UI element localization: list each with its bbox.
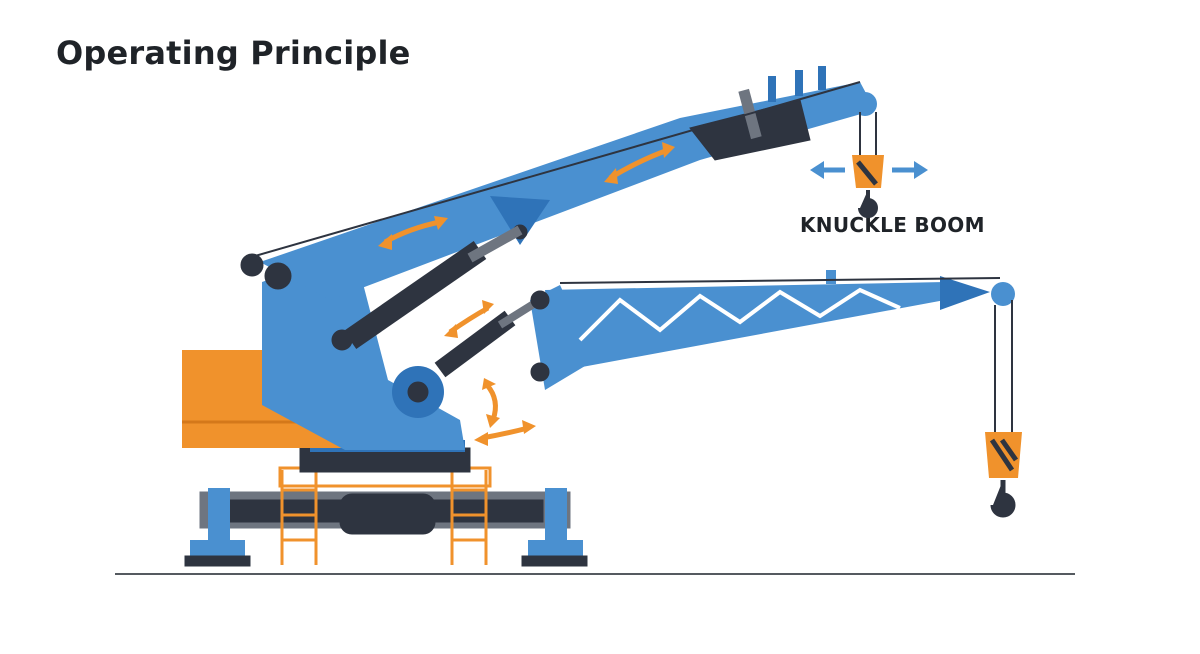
lattice-boom bbox=[530, 270, 1015, 390]
upper-hook bbox=[852, 112, 884, 218]
page-title: Operating Principle bbox=[56, 34, 411, 72]
main-boom bbox=[240, 66, 877, 300]
lower-hook bbox=[985, 300, 1022, 518]
upper-body bbox=[262, 262, 465, 450]
outrigger-base bbox=[184, 488, 588, 567]
knuckle-boom-label: KNUCKLE BOOM bbox=[800, 213, 985, 237]
motion-arrowheads bbox=[378, 142, 675, 446]
horizontal-move-arrows bbox=[810, 161, 928, 179]
hydraulic-cylinders bbox=[264, 225, 550, 382]
